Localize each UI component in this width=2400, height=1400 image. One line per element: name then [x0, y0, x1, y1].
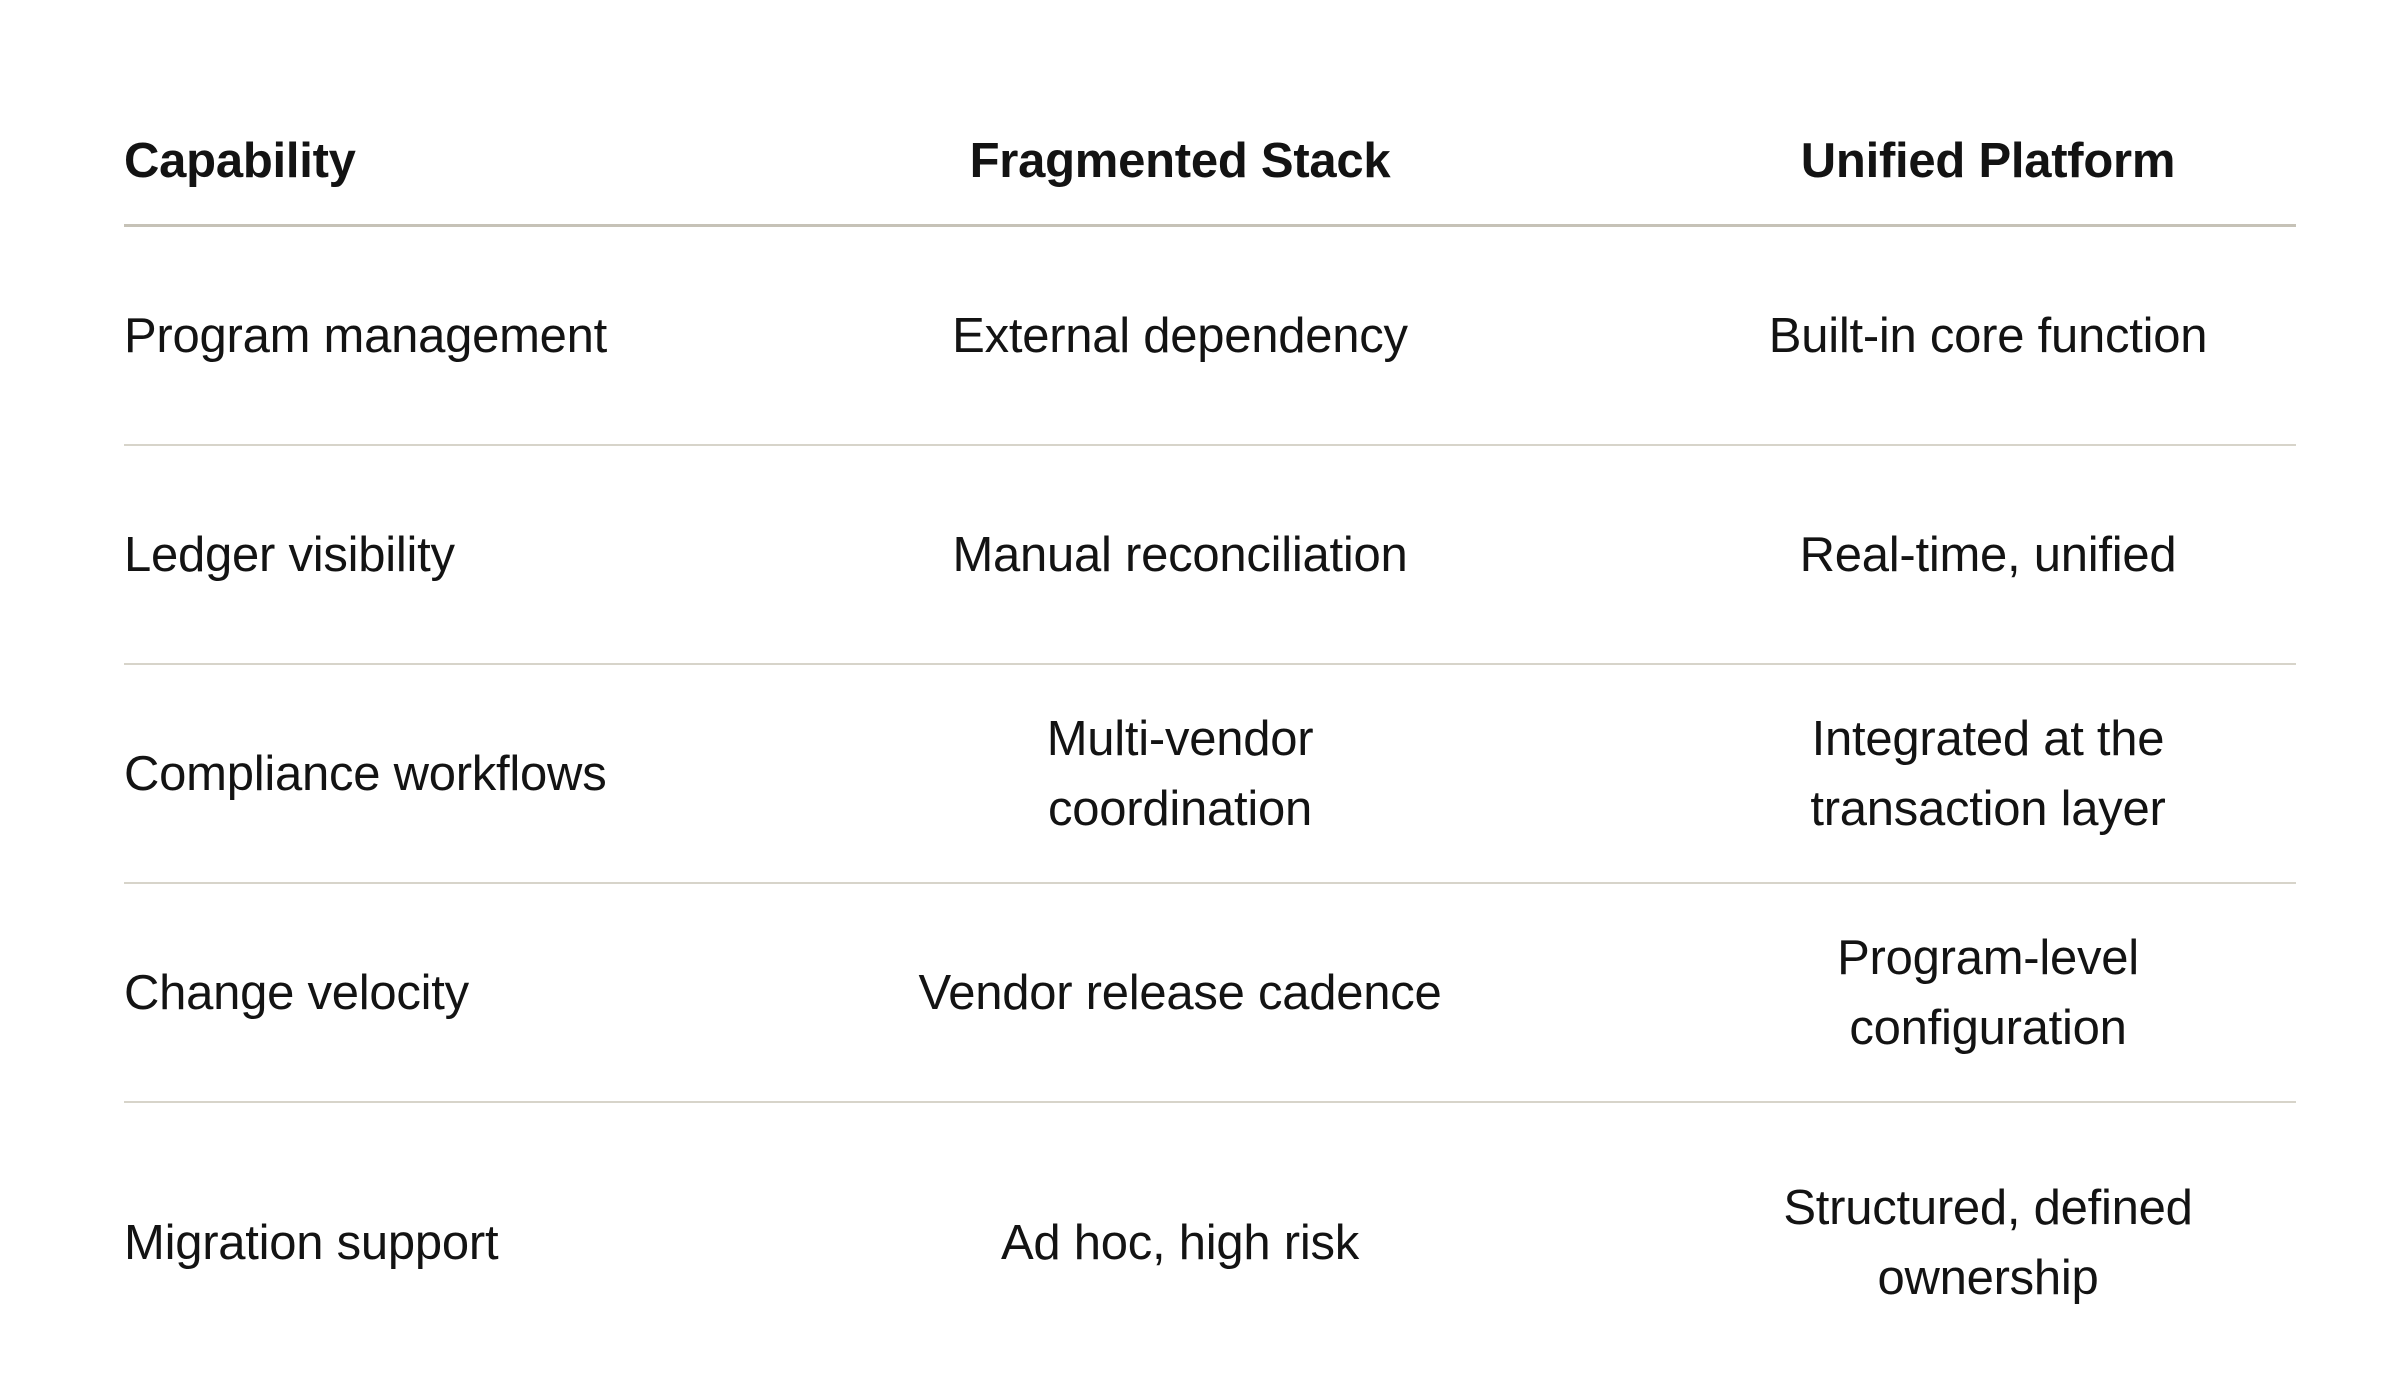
unified-platform-cell: Built-in core function — [1768, 308, 2208, 363]
table-row-compliance-workflows: Compliance workflows Multi-vendor coordi… — [124, 665, 2296, 884]
fragmented-stack-cell: Manual reconciliation — [952, 527, 1408, 582]
unified-platform-cell: Program-level configuration — [1837, 930, 2139, 1055]
unified-platform-cell: Integrated at the transaction layer — [1810, 711, 2166, 836]
column-header-unified-platform: Unified Platform — [1800, 134, 2176, 188]
fragmented-stack-cell: Multi-vendor coordination — [1046, 711, 1314, 836]
table-row-ledger-visibility: Ledger visibility Manual reconciliation … — [124, 446, 2296, 665]
column-header-fragmented-stack: Fragmented Stack — [969, 134, 1391, 188]
fragmented-stack-cell: Ad hoc, high risk — [1001, 1216, 1359, 1270]
capability-cell: Change velocity — [124, 965, 469, 1020]
unified-platform-cell: Real-time, unified — [1799, 527, 2177, 582]
fragmented-stack-cell: Vendor release cadence — [918, 965, 1442, 1020]
table-header-row: Capability Fragmented Stack Unified Plat… — [124, 0, 2296, 227]
table-row-program-management: Program management External dependency B… — [124, 227, 2296, 446]
capability-cell: Migration support — [124, 1216, 499, 1270]
table-row-migration-support: Migration support Ad hoc, high risk Stru… — [124, 1103, 2296, 1383]
capability-cell: Ledger visibility — [124, 527, 455, 582]
column-header-capability: Capability — [124, 134, 356, 188]
fragmented-stack-cell: External dependency — [952, 308, 1408, 363]
capability-cell: Compliance workflows — [124, 746, 607, 801]
capability-cell: Program management — [124, 308, 608, 363]
table-row-change-velocity: Change velocity Vendor release cadence P… — [124, 884, 2296, 1103]
unified-platform-cell: Structured, defined ownership — [1783, 1181, 2193, 1305]
